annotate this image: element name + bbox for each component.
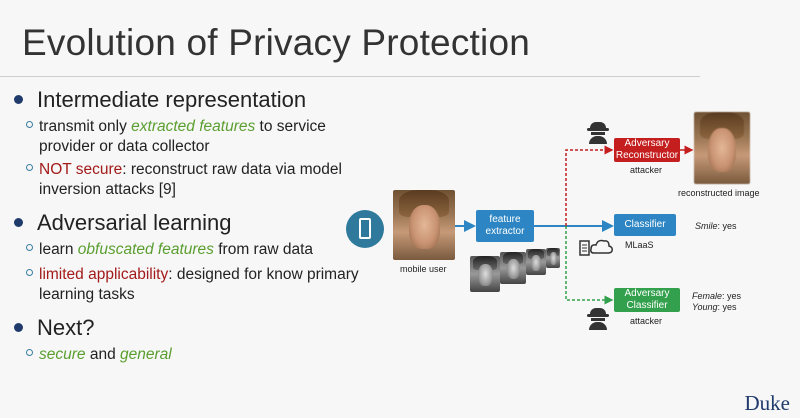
sub-bullet-transmit: transmit only extracted features to serv… xyxy=(26,117,326,157)
bullet-adversarial-learning: Adversarial learning xyxy=(14,210,231,236)
sub-bullet-obfuscated: learn obfuscated features from raw data xyxy=(26,240,313,260)
emphasis-general: general xyxy=(120,346,172,363)
emphasis-obfuscated-features: obfuscated features xyxy=(77,241,214,258)
duke-logo: Duke xyxy=(744,391,791,415)
bullet-heading: Intermediate representation xyxy=(37,87,307,112)
emphasis-extracted-features: extracted features xyxy=(131,118,256,135)
sub-bullet-secure-general: secure and general xyxy=(26,345,172,365)
bullet-next: Next? xyxy=(14,315,94,341)
feature-map-3 xyxy=(526,249,546,275)
attacker-label-top: attacker xyxy=(630,165,663,175)
title-divider xyxy=(0,76,700,77)
feature-map-1 xyxy=(470,256,500,292)
sub-bullet-ring-icon xyxy=(26,164,33,172)
young-result: Young: yes xyxy=(692,302,737,312)
bullet-heading: Adversarial learning xyxy=(37,210,232,235)
feature-map-4 xyxy=(546,248,560,268)
adversary-classifier-box: Adversary Classifier xyxy=(614,288,680,312)
sub-bullet-ring-icon xyxy=(26,269,33,277)
mlaas-label: MLaaS xyxy=(625,240,654,250)
bullet-dot-icon xyxy=(14,94,23,104)
bullet-intermediate-representation: Intermediate representation xyxy=(14,87,306,113)
reconstructed-image-photo xyxy=(694,112,750,184)
reconstructed-image-label: reconstructed image xyxy=(678,188,760,198)
female-result: Female: yes xyxy=(692,291,742,301)
cloud-server-icon xyxy=(579,239,613,256)
attacker-spy-icon xyxy=(587,308,609,330)
bullet-dot-icon xyxy=(14,322,23,332)
slide-title: Evolution of Privacy Protection xyxy=(22,22,530,63)
emphasis-secure: secure xyxy=(39,346,86,363)
sub-bullet-ring-icon xyxy=(26,121,33,129)
attacker-spy-icon xyxy=(587,122,609,144)
sub-bullet-ring-icon xyxy=(26,244,33,252)
feature-map-2 xyxy=(500,252,526,284)
classifier-box: Classifier xyxy=(614,214,676,236)
sub-bullet-ring-icon xyxy=(26,349,33,357)
smile-result: Smile: yes xyxy=(695,221,737,231)
bullet-dot-icon xyxy=(14,217,23,227)
mobile-user-label: mobile user xyxy=(400,264,447,274)
emphasis-not-secure: NOT secure xyxy=(39,161,123,178)
mobile-user-photo xyxy=(393,190,455,260)
emphasis-limited-applicability: limited applicability xyxy=(39,266,169,283)
adversary-reconstructor-box: Adversary Reconstructor xyxy=(614,138,680,162)
bullet-heading: Next? xyxy=(37,315,95,340)
mobile-phone-icon xyxy=(346,210,384,248)
feature-extractor-box: feature extractor xyxy=(476,210,534,242)
sub-bullet-not-secure: NOT secure: reconstruct raw data via mod… xyxy=(26,160,342,200)
sub-bullet-limited: limited applicability: designed for know… xyxy=(26,265,359,305)
attacker-label-bottom: attacker xyxy=(630,316,663,326)
